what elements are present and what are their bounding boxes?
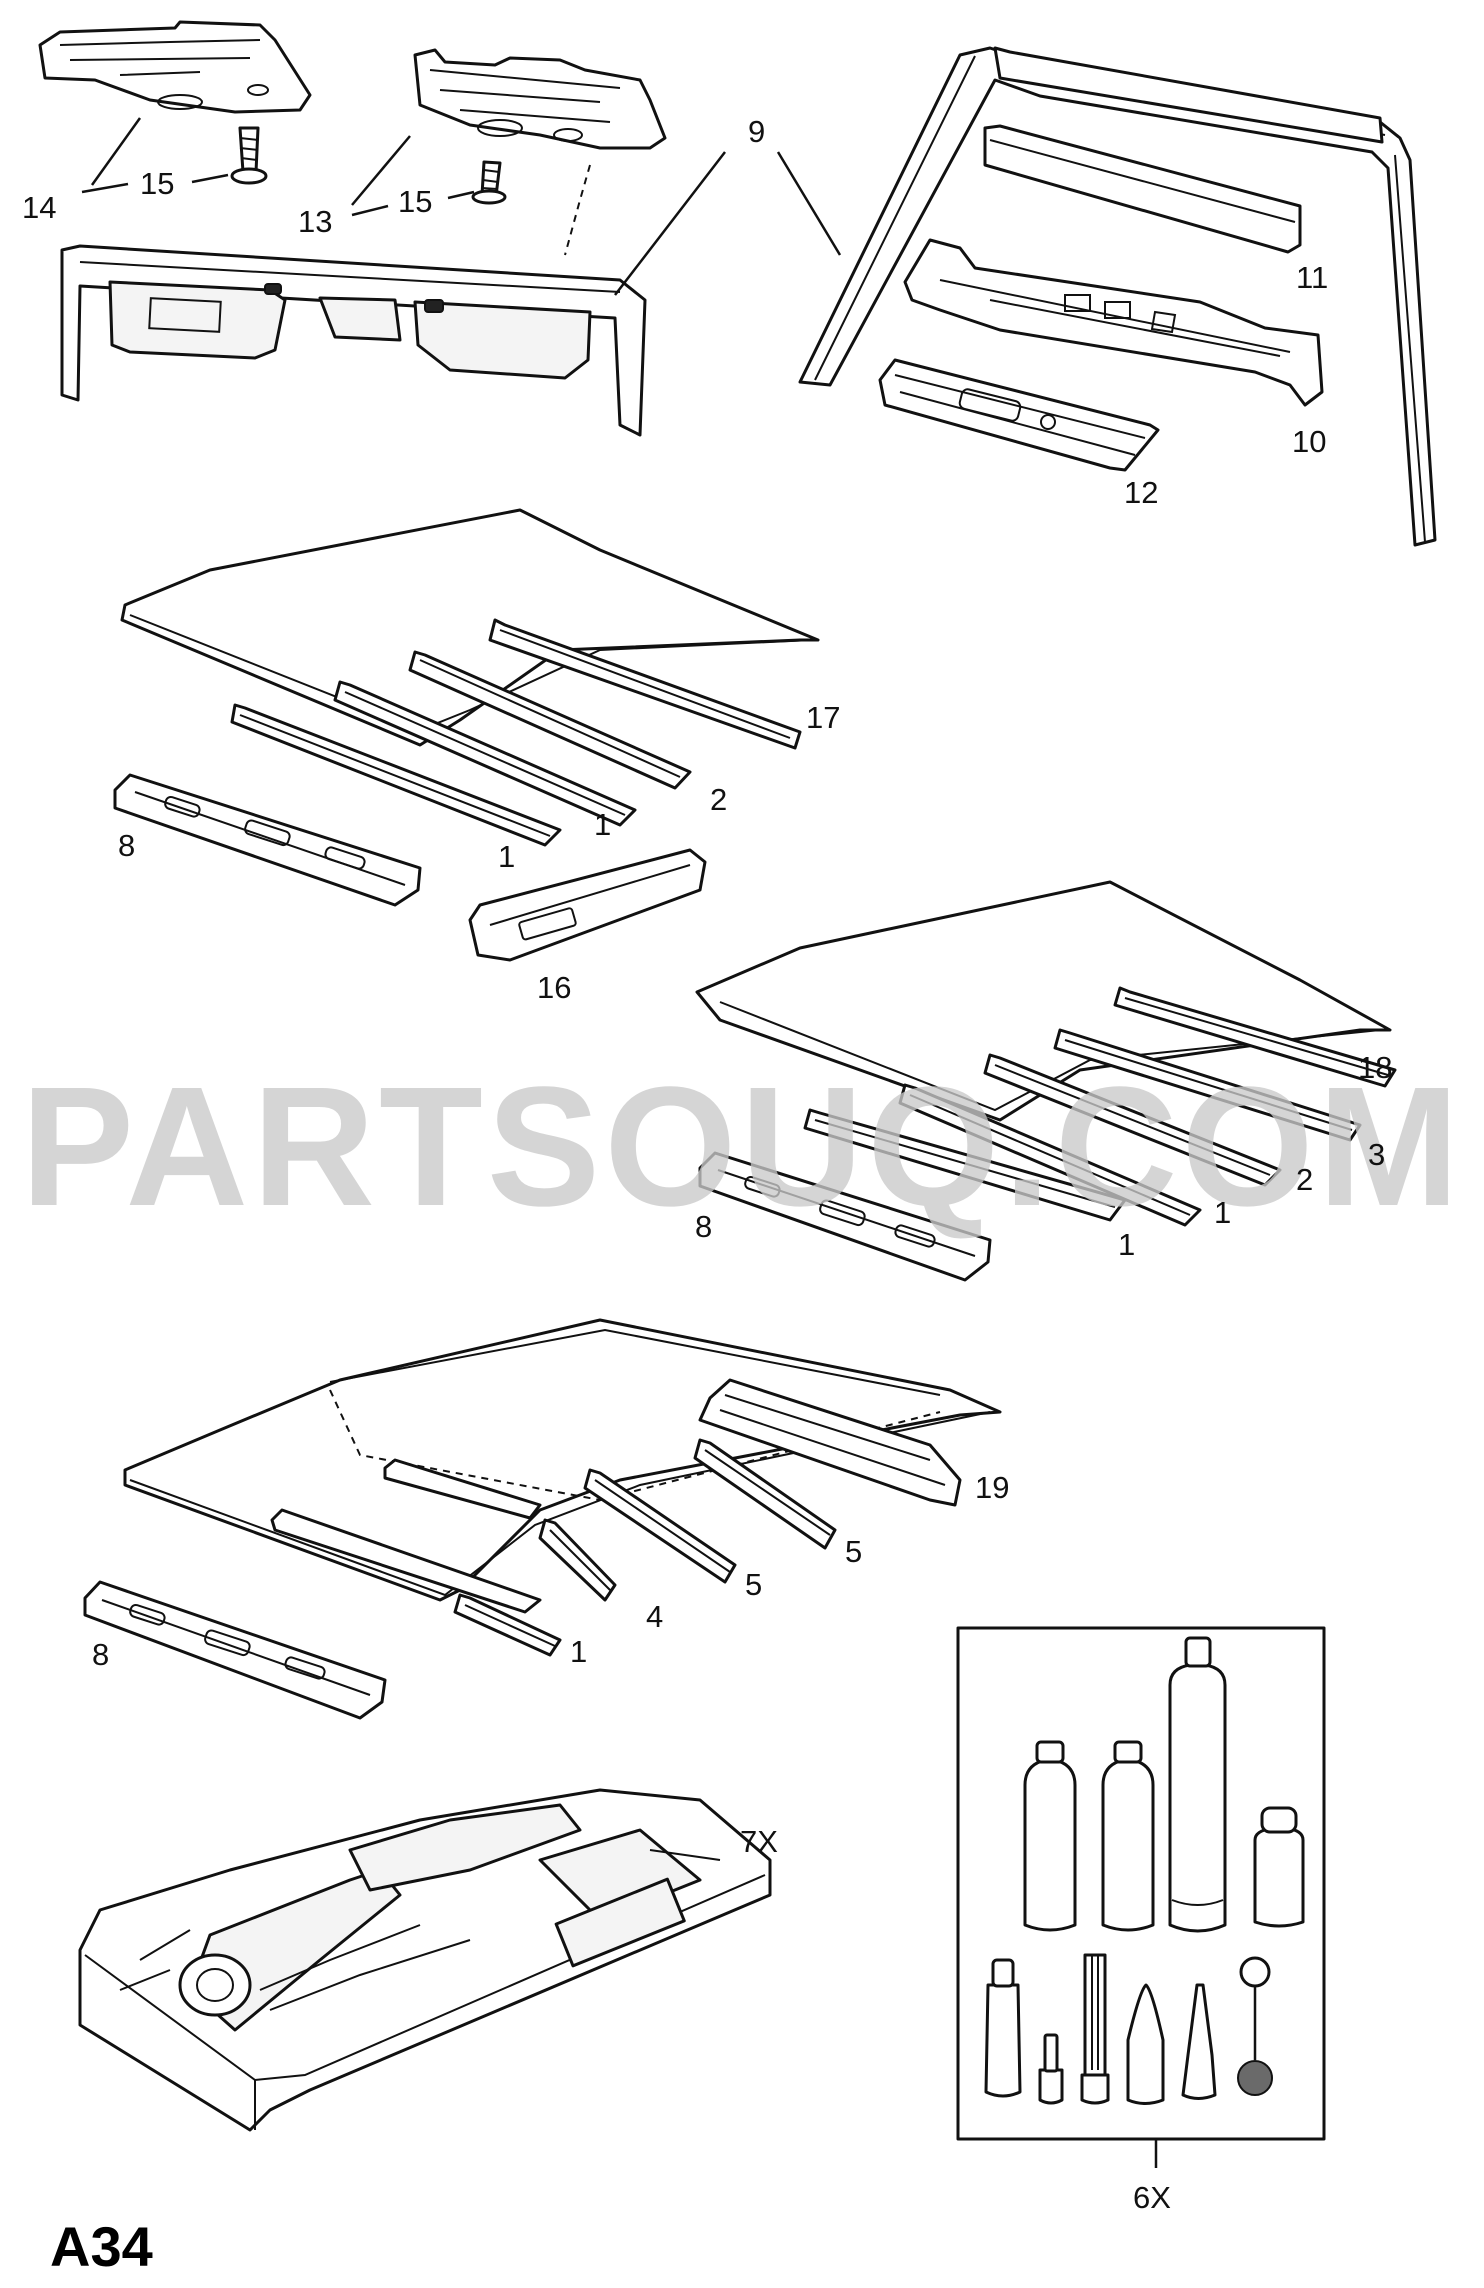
sunroof-frame-part-19 [698,1378,962,1507]
front-cross-member-part-10 [903,238,1324,407]
callout-3: 3 [1368,1137,1385,1172]
rear-cross-member-part-8a [113,773,422,907]
bracket-part-13 [413,48,667,150]
leader-14-15 [81,182,129,194]
callout-8b: 8 [695,1209,712,1244]
leader-13-15 [351,204,389,217]
roof-bow-part-1a [333,680,637,827]
callout-1c: 1 [1214,1195,1231,1230]
roof-bow-part-2b [983,1053,1282,1187]
sunroof-side-rail [270,1458,542,1614]
callout-2a: 2 [710,782,727,817]
sealant-kit-6x [956,1626,1326,2141]
roof-bow-part-1d [803,1108,1127,1222]
roof-bow-part-17 [488,618,802,750]
roof-bow-part-4 [538,1518,617,1602]
roof-rail-part-11 [983,124,1302,254]
callout-8c: 8 [92,1637,109,1672]
callout-9: 9 [748,114,765,149]
bracket-part-14 [38,20,312,114]
leader-14 [90,117,142,186]
callout-15b: 15 [398,184,432,219]
callout-12: 12 [1124,475,1158,510]
roof-bow-part-2 [408,650,692,790]
callout-1b: 1 [498,839,515,874]
leader-13 [351,135,411,206]
screw-part-15b [471,160,507,205]
rear-cross-member-part-8b [698,1151,992,1282]
front-header-rail-part-12 [878,358,1160,472]
callout-1e: 1 [570,1634,587,1669]
roof-bow-part-1c [898,1083,1202,1227]
screw-part-15a [230,126,268,185]
callout-6x: 6X [1133,2180,1171,2215]
callout-11: 11 [1296,260,1328,295]
roof-bow-part-5b [583,1468,737,1584]
callout-4: 4 [646,1599,663,1634]
roof-bow-part-18 [1113,986,1397,1088]
callout-19: 19 [975,1470,1009,1505]
callout-5b: 5 [745,1567,762,1602]
callout-14: 14 [22,190,56,225]
callout-18: 18 [1358,1050,1392,1085]
callout-13: 13 [298,204,332,239]
callout-2b: 2 [1296,1162,1313,1197]
callout-8a: 8 [118,828,135,863]
callout-10: 10 [1292,424,1326,459]
reinforcement-part-16 [468,848,707,962]
front-header-assembly [60,244,647,437]
callout-1d: 1 [1118,1227,1135,1262]
callout-16: 16 [537,970,571,1005]
roof-bow-part-1e [453,1593,562,1657]
leader-15b [447,190,475,200]
rear-cross-member-part-8c [83,1580,387,1720]
callout-5a: 5 [845,1534,862,1569]
callout-15a: 15 [140,166,174,201]
callout-7x: 7X [740,1824,778,1859]
leader-9b [776,151,842,256]
leader-9a [614,151,726,296]
repair-kit-7x [78,1788,772,2132]
fixing-dashed-line-13 [564,164,591,256]
windscreen-seal-part-9 [798,46,1437,547]
roof-panel-variant-1 [120,508,820,747]
watermark-text: PARTSOUQ.COM [21,1052,1464,1242]
leader-15a [191,173,229,184]
roof-bow-part-1b [230,703,562,847]
roof-bow-part-3 [1053,1028,1362,1142]
roof-bow-part-5a [693,1438,837,1550]
page-code: A34 [50,2215,153,2278]
callout-1a: 1 [594,807,611,842]
callout-17: 17 [806,700,840,735]
